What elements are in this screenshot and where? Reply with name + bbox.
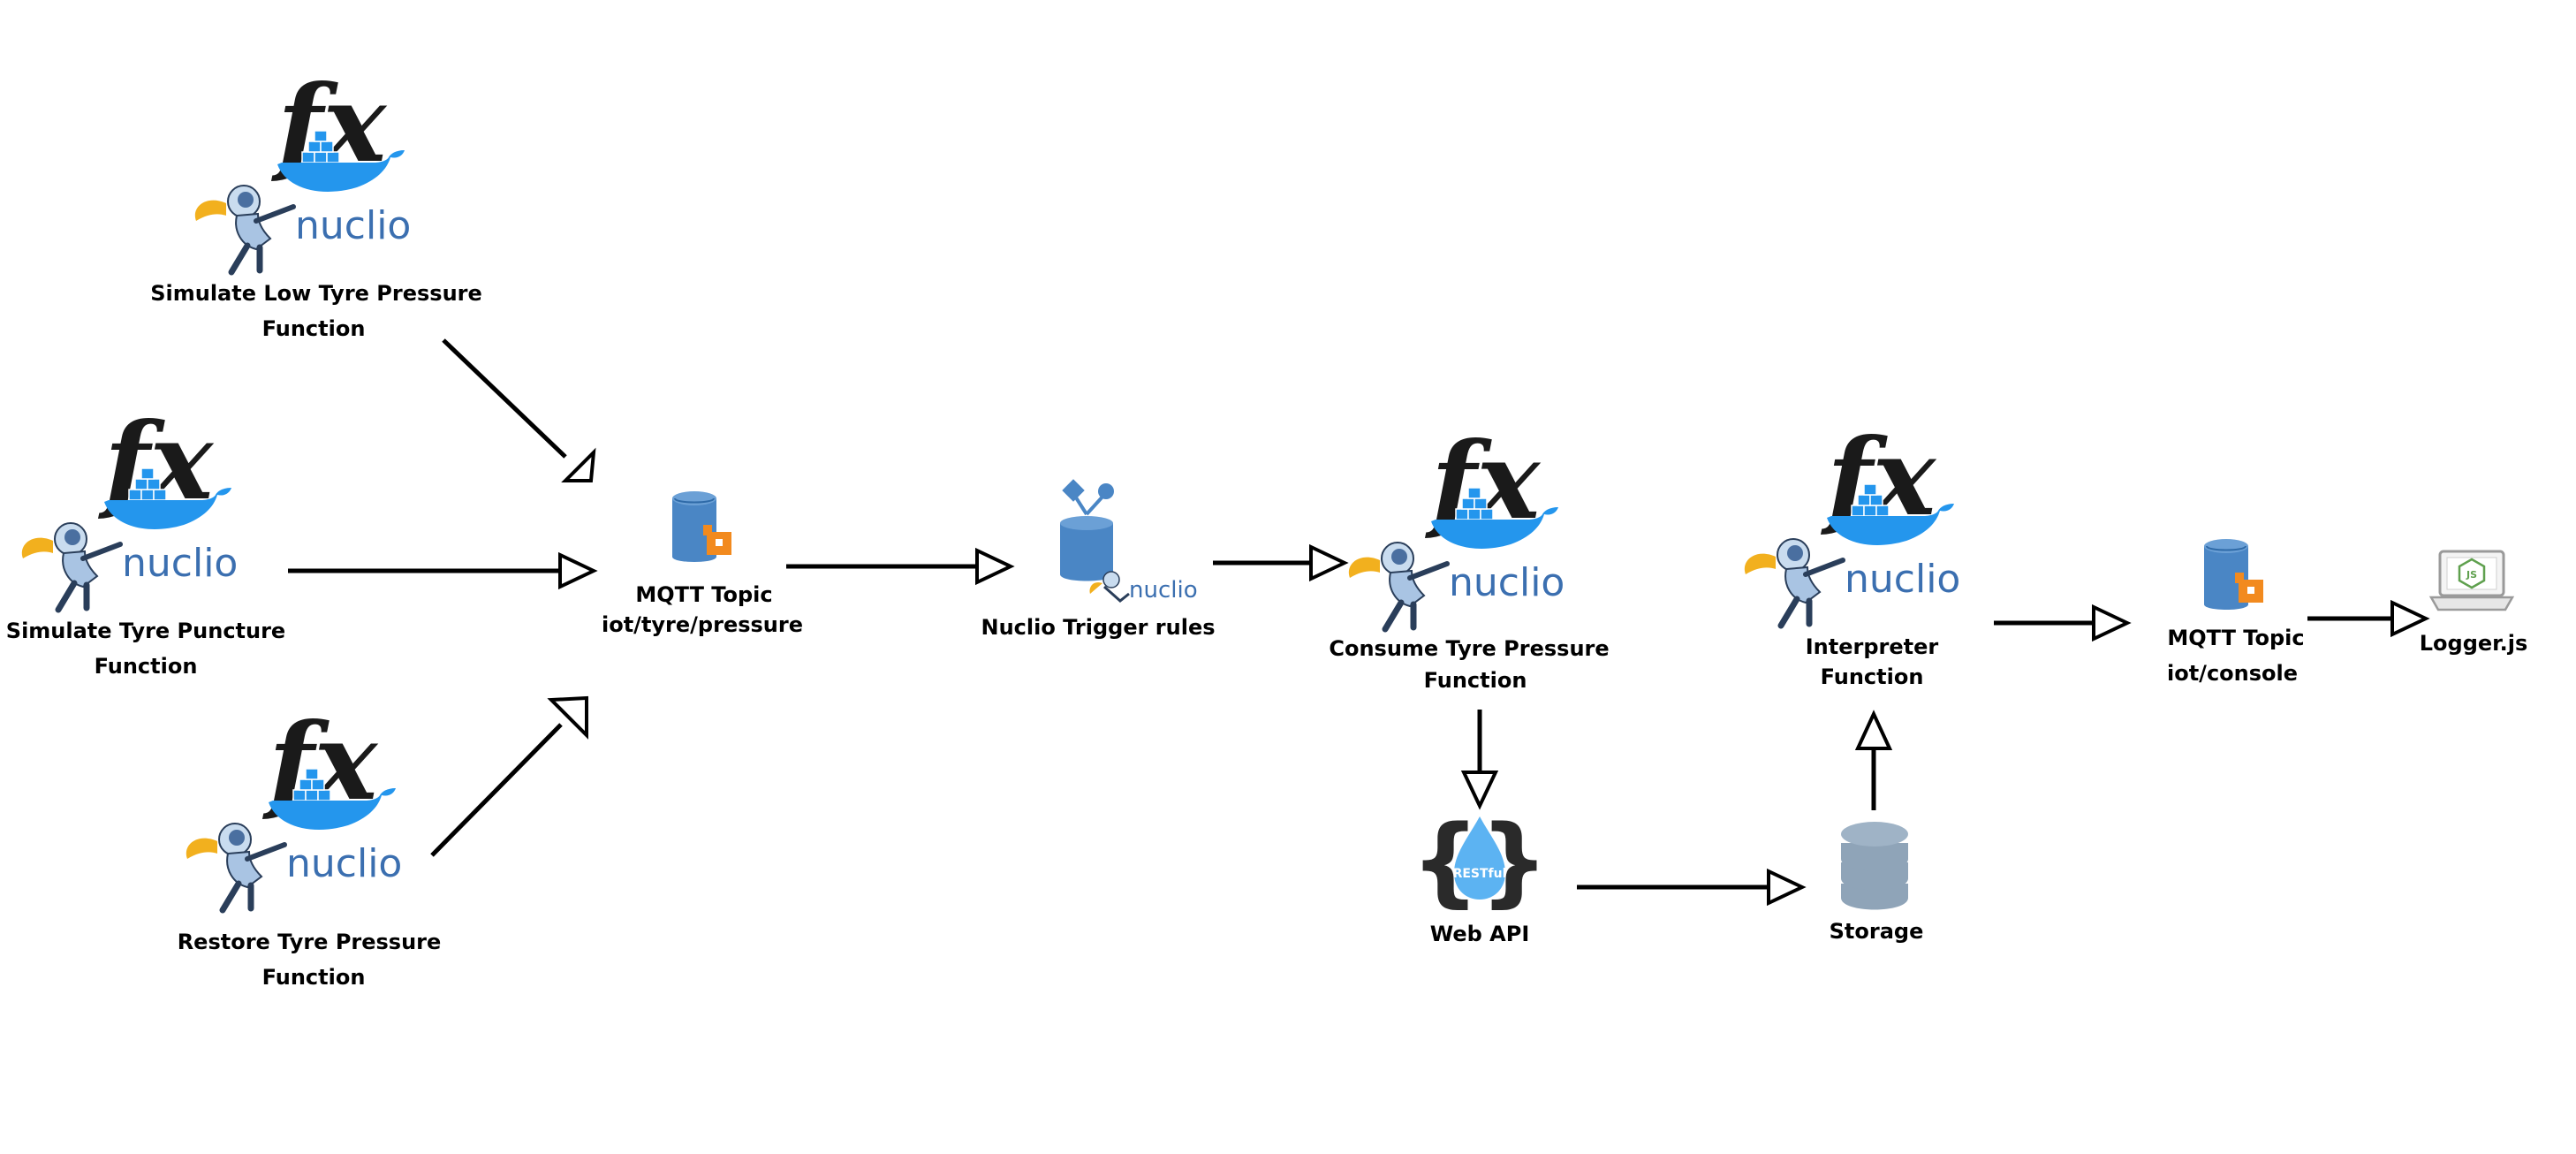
edge-mqtt-console-to-logger xyxy=(2307,599,2430,638)
node-label: Logger.js xyxy=(2420,631,2527,656)
node-restore-tyre-pressure[interactable]: Restore Tyre Pressure Function xyxy=(178,700,442,990)
node-simulate-tyre-puncture[interactable]: Simulate Tyre Puncture Function xyxy=(6,399,285,679)
node-label: Consume Tyre Pressure xyxy=(1329,636,1609,661)
nuclio-function-icon xyxy=(22,399,239,610)
node-web-api[interactable]: { } RESTful Web API xyxy=(1411,804,1549,946)
node-nuclio-trigger-rules[interactable]: nuclio Nuclio Trigger rules xyxy=(981,479,1216,640)
mqtt-topic-icon xyxy=(2203,538,2264,611)
nodejs-laptop-icon: JS xyxy=(2428,550,2515,611)
node-storage[interactable]: Storage xyxy=(1830,822,1924,944)
node-label: Function xyxy=(1424,668,1527,693)
nuclio-function-icon xyxy=(186,700,403,910)
node-label: iot/tyre/pressure xyxy=(602,612,803,637)
edge-low-to-mqtt xyxy=(442,338,596,482)
node-label: Interpreter xyxy=(1806,634,1939,659)
nuclio-function-icon xyxy=(1349,419,1565,629)
nuclio-trigger-icon: nuclio xyxy=(1060,479,1198,604)
mqtt-topic-icon xyxy=(671,490,732,563)
node-interpreter[interactable]: Interpreter Function xyxy=(1745,415,1961,689)
edge-consume-to-webapi xyxy=(1460,710,1499,810)
edge-trigger-to-consume xyxy=(1213,543,1349,582)
node-label: Simulate Tyre Puncture xyxy=(6,619,285,643)
svg-text:RESTful: RESTful xyxy=(1453,867,1507,881)
edge-webapi-to-storage xyxy=(1577,868,1807,907)
node-label: Simulate Low Tyre Pressure xyxy=(150,281,482,306)
node-logger-js[interactable]: JS Logger.js xyxy=(2420,550,2527,656)
node-label: iot/console xyxy=(2167,661,2298,686)
edge-storage-to-interpreter xyxy=(1854,710,1893,810)
nuclio-function-icon xyxy=(195,62,412,272)
edge-puncture-to-mqtt xyxy=(288,551,598,590)
edge-mqtt-to-trigger xyxy=(786,547,1015,586)
node-label: Web API xyxy=(1430,922,1530,946)
database-icon xyxy=(1841,822,1908,910)
svg-text:nuclio: nuclio xyxy=(1129,577,1198,604)
node-label: MQTT Topic xyxy=(2167,626,2304,650)
restful-api-icon: { } RESTful xyxy=(1411,804,1549,917)
node-mqtt-topic-tyre-pressure[interactable]: MQTT Topic iot/tyre/pressure xyxy=(602,490,803,637)
edge-restore-to-mqtt xyxy=(430,695,588,857)
edge-interpreter-to-mqtt-console xyxy=(1994,604,2132,642)
node-simulate-low-tyre-pressure[interactable]: Simulate Low Tyre Pressure Function xyxy=(150,62,482,341)
node-label: Restore Tyre Pressure xyxy=(178,930,442,954)
node-label: MQTT Topic xyxy=(635,582,772,607)
node-mqtt-topic-console[interactable]: MQTT Topic iot/console xyxy=(2167,538,2305,686)
node-consume-tyre-pressure[interactable]: Consume Tyre Pressure Function xyxy=(1329,419,1610,693)
node-label: Storage xyxy=(1830,919,1924,944)
node-label: Function xyxy=(262,316,366,341)
node-label: Function xyxy=(95,654,198,679)
svg-text:JS: JS xyxy=(2466,569,2477,581)
node-label: Function xyxy=(1821,664,1924,689)
node-label: Nuclio Trigger rules xyxy=(981,615,1215,640)
node-label: Function xyxy=(262,965,366,990)
nuclio-function-icon xyxy=(1745,415,1961,626)
